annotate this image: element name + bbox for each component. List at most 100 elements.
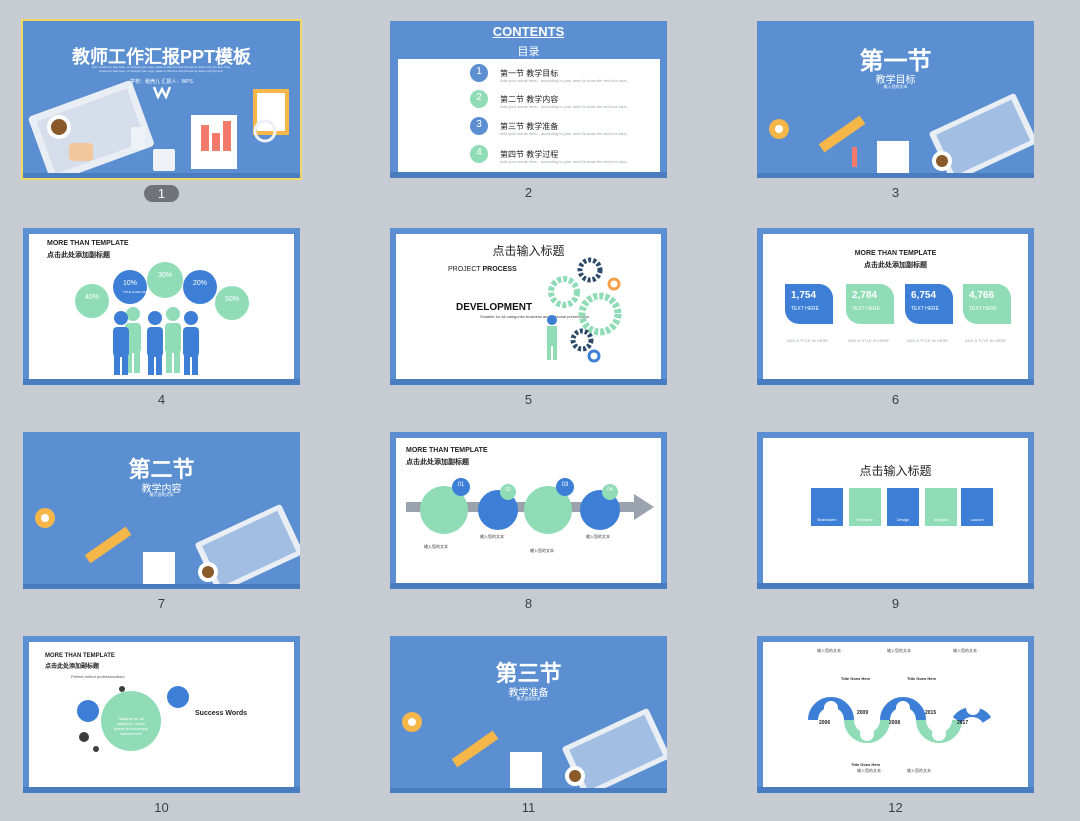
item-1-desc: Add your words here，according to your ne… [500, 78, 630, 83]
contents-heading: CONTENTS [492, 24, 565, 39]
item-4-desc: Add your words here，according to your ne… [500, 159, 630, 164]
slide-6-preview[interactable]: MORE THAN TEMPLATE 点击此处添加副标题 1,754 TEXT … [757, 228, 1034, 385]
bubble-2 [113, 270, 147, 304]
slide-thumbnail-9[interactable]: 点击输入标题 Brainstorm Research Design Analys… [757, 432, 1034, 617]
item-4-circle [470, 145, 488, 163]
item-4-number: 4 [476, 147, 482, 158]
slide-6-heading: MORE THAN TEMPLATE [854, 250, 937, 257]
slide-number-2: 2 [524, 185, 533, 200]
slide-thumbnail-3[interactable]: 第一节 教学目标 输入您的文本 3 [757, 21, 1034, 206]
item-2-desc: Add your words here，according to your ne… [500, 104, 630, 109]
item-3-label: 第三节 教学准备 [500, 122, 559, 131]
item-2-number: 2 [476, 92, 482, 103]
slide-4-subheading: 点击此处添加副标题 [47, 252, 110, 259]
slide-number-12: 12 [888, 800, 903, 815]
slide-12-preview[interactable]: 2006 2009 2008 2015 2017 Title Goes Here… [757, 636, 1034, 793]
bag-icon [77, 700, 99, 722]
slide-number-8: 8 [524, 596, 533, 611]
slide-thumbnail-11[interactable]: 第三节 教学准备 输入您的文本 11 [390, 636, 667, 821]
item-4-label: 第四节 教学过程 [500, 150, 559, 159]
slide-thumbnail-2[interactable]: CONTENTS 目录 1 第一节 教学目标 Add your words he… [390, 21, 667, 206]
slide-number-5: 5 [524, 392, 533, 407]
item-1-number: 1 [476, 66, 482, 77]
slide-8-heading: MORE THAN TEMPLATE [406, 447, 488, 454]
wps-logo-icon [153, 86, 171, 99]
slide-thumbnail-10[interactable]: MORE THAN TEMPLATE 点击此处添加副标题 Perfect ref… [23, 636, 300, 821]
slide-8-preview[interactable]: MORE THAN TEMPLATE 点击此处添加副标题 01 02 03 04… [390, 432, 667, 589]
tile-launch [961, 488, 993, 526]
slide-number-3: 3 [891, 185, 900, 200]
section-illustration [757, 21, 1034, 178]
slide-thumbnail-1[interactable]: 教师工作汇报PPT模板 Your content to play here, o… [21, 19, 302, 206]
slide-7-preview[interactable]: 第二节 教学内容 输入您的文本 [23, 432, 300, 589]
slide-number-7: 7 [157, 596, 166, 611]
stat-card-4 [963, 284, 1011, 324]
tile-brainstorm [811, 488, 843, 526]
slide-9-title: 点击输入标题 [859, 464, 932, 478]
item-3-number: 3 [476, 119, 482, 130]
slide-thumbnail-6[interactable]: MORE THAN TEMPLATE 点击此处添加副标题 1,754 TEXT … [757, 228, 1034, 413]
bubble-4 [183, 270, 217, 304]
slide-thumbnail-8[interactable]: MORE THAN TEMPLATE 点击此处添加副标题 01 02 03 04… [390, 432, 667, 617]
section-subtitle: 教学内容 [141, 484, 182, 495]
contents-panel [398, 59, 660, 172]
slide-number-6: 6 [891, 392, 900, 407]
slide-9-preview[interactable]: 点击输入标题 Brainstorm Research Design Analys… [757, 432, 1034, 589]
bulb-icon [167, 686, 189, 708]
slide-thumbnail-5[interactable]: 点击输入标题 PROJECT PROCESS DEVELOPMENT Suita… [390, 228, 667, 413]
slide-4-heading: MORE THAN TEMPLATE [47, 240, 129, 247]
slide-thumbnail-12[interactable]: 2006 2009 2008 2015 2017 Title Goes Here… [757, 636, 1034, 821]
item-2-label: 第二节 教学内容 [500, 95, 559, 104]
slide-10-preview[interactable]: MORE THAN TEMPLATE 点击此处添加副标题 Perfect ref… [23, 636, 300, 793]
bubble-5 [215, 286, 249, 320]
item-3-desc: Add your words here，according to your ne… [500, 131, 630, 136]
section-subtitle: 教学准备 [508, 688, 549, 699]
item-1-circle [470, 64, 488, 82]
slide-1-title: 教师工作汇报PPT模板 [71, 47, 251, 67]
item-3-circle [470, 117, 488, 135]
slide-2-bottom-bar [390, 172, 667, 178]
section-small-text: 输入您的文本 [516, 696, 541, 701]
slide-number-4: 4 [157, 392, 166, 407]
development-desc: Suitable for all categories business and… [480, 314, 591, 319]
success-words-label: Success Words [195, 710, 248, 717]
section-small-text: 输入您的文本 [883, 84, 908, 89]
center-circle [101, 691, 161, 751]
slide-4-preview[interactable]: MORE THAN TEMPLATE 点击此处添加副标题 40% 10% 30%… [23, 228, 300, 385]
process-arrow [406, 494, 654, 520]
slide-5-preview[interactable]: 点击输入标题 PROJECT PROCESS DEVELOPMENT Suita… [390, 228, 667, 385]
slide-5-title: 点击输入标题 [492, 244, 565, 258]
desk-illustration [23, 21, 300, 178]
section-title: 第二节 [128, 457, 195, 482]
section-subtitle: 教学目标 [875, 75, 916, 86]
slide-thumbnail-4[interactable]: MORE THAN TEMPLATE 点击此处添加副标题 40% 10% 30%… [23, 228, 300, 413]
slide-1-preview[interactable]: 教师工作汇报PPT模板 Your content to play here, o… [21, 19, 302, 180]
slide-thumbnail-7[interactable]: 第二节 教学内容 输入您的文本 7 [23, 432, 300, 617]
slide-2-preview[interactable]: CONTENTS 目录 1 第一节 教学目标 Add your words he… [390, 21, 667, 178]
slide-1-meta: 学校：稻壳儿 汇报人：WPS [130, 79, 193, 85]
slide-10-heading: MORE THAN TEMPLATE [45, 653, 115, 659]
tile-research [849, 488, 881, 526]
section-small-text: 输入您的文本 [149, 492, 174, 497]
people-icon [113, 307, 199, 375]
slide-1-subtext: Your content to play here, or through yo… [91, 65, 231, 73]
section-illustration [390, 636, 667, 793]
contents-subheading: 目录 [517, 46, 540, 58]
slide-3-preview[interactable]: 第一节 教学目标 输入您的文本 [757, 21, 1034, 178]
slide-11-preview[interactable]: 第三节 教学准备 输入您的文本 [390, 636, 667, 793]
stat-card-3 [905, 284, 953, 324]
project-process-label: PROJECT PROCESS [448, 266, 517, 273]
item-1-label: 第一节 教学目标 [500, 69, 559, 78]
item-2-circle [470, 90, 488, 108]
tile-analysis [925, 488, 957, 526]
slide-number-1: 1 [23, 185, 300, 202]
stat-card-1 [785, 284, 833, 324]
section-illustration [23, 432, 300, 589]
section-title: 第三节 [495, 661, 562, 686]
development-label: DEVELOPMENT [456, 302, 533, 313]
slide-number-11: 11 [521, 800, 536, 815]
slide-number-10: 10 [154, 800, 169, 815]
slide-10-subheading: 点击此处添加副标题 [45, 664, 100, 670]
gears-icon [547, 257, 622, 363]
slide-8-subheading: 点击此处添加副标题 [406, 459, 469, 466]
